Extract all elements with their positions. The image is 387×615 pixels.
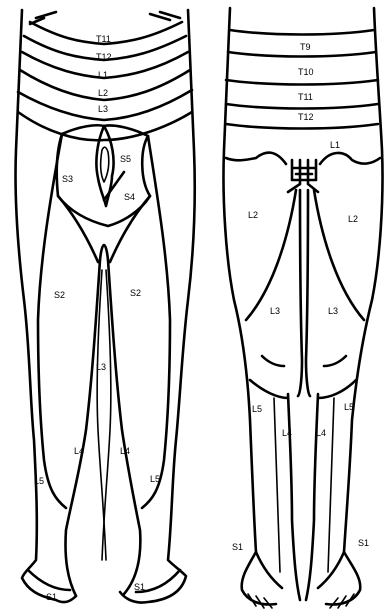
label-s1-left: S1: [46, 592, 57, 602]
posterior-left-outline: [15, 10, 76, 602]
posterior-crotch: [100, 245, 108, 260]
label-l5-right: L5: [150, 474, 160, 484]
label-l4-left: L4: [74, 446, 84, 456]
label-s2-left: S2: [54, 290, 65, 300]
buttock-cleft: [96, 126, 113, 206]
label-l3-mid: L3: [96, 362, 106, 372]
strand-front-right: [328, 398, 334, 572]
label-t12-front: T12: [298, 112, 314, 122]
pubic-detail: [288, 160, 318, 192]
label-l3-left-front: L3: [270, 306, 280, 316]
label-t9: T9: [300, 42, 311, 52]
anterior-figure: T9 T10 T11 T12 L1 L2 L2 L3 L3 L5 L5 L4 L…: [223, 8, 382, 608]
thigh-right-line: [110, 196, 150, 262]
posterior-inner-left: [65, 260, 100, 596]
band-t10-bottom: [226, 80, 378, 85]
label-l3-right-front: L3: [328, 306, 338, 316]
anterior-left-outline: [223, 8, 276, 604]
label-s1-right-front: S1: [358, 538, 369, 548]
band-t9-top: [230, 30, 374, 35]
posterior-inner-right: [108, 260, 140, 594]
label-s4: S4: [124, 192, 135, 202]
lateral-right-line: [142, 136, 170, 508]
foot-front-left: [256, 552, 282, 588]
label-l4-left-front: L4: [282, 428, 292, 438]
label-s1-left-front: S1: [232, 542, 243, 552]
midline-right: [306, 190, 310, 396]
foot-front-right: [318, 552, 344, 588]
knee-cap-left: [262, 356, 284, 366]
label-l4-right-front: L4: [316, 428, 326, 438]
label-t10: T10: [298, 67, 314, 77]
label-t11-back: T11: [96, 34, 111, 44]
band-t12-bottom: [226, 124, 378, 129]
label-l1-back: L1: [98, 70, 108, 80]
band-top-ticks: [30, 12, 180, 24]
label-s5: S5: [120, 154, 131, 164]
label-t11-front: T11: [298, 92, 313, 102]
label-t12-back: T12: [96, 52, 112, 62]
knee-right-line: [318, 380, 356, 398]
label-s1-right: S1: [134, 582, 145, 592]
band-t9-bottom: [228, 52, 376, 57]
label-s3: S3: [62, 174, 73, 184]
foot-left-line: [28, 570, 70, 590]
buttock-inner-loop: [101, 147, 109, 182]
label-l3-back: L3: [98, 104, 108, 114]
label-s2-right: S2: [130, 288, 141, 298]
label-l4-right: L4: [120, 446, 130, 456]
lower-left-inner: [288, 394, 300, 600]
label-l2-left: L2: [248, 210, 258, 220]
posterior-figure: T11 T12 L1 L2 L3 S5 S3 S4 S2 S2 L3 L4 L4…: [15, 10, 194, 603]
label-l1-front: L1: [330, 140, 340, 150]
thigh-left-line: [58, 196, 98, 262]
label-l5-left: L5: [34, 476, 44, 486]
label-l2-right: L2: [348, 214, 358, 224]
label-l5-left-front: L5: [252, 404, 262, 414]
posterior-right-outline: [120, 10, 195, 603]
thigh-right-divider: [314, 190, 364, 320]
lower-right-inner: [306, 394, 318, 600]
knee-cap-right: [324, 356, 346, 366]
label-l2-back: L2: [98, 88, 108, 98]
strand-front-left: [274, 398, 280, 572]
knee-left-line: [250, 380, 288, 398]
lateral-left-line: [38, 134, 66, 508]
groin-curve: [226, 153, 380, 164]
band-t11-bottom: [226, 104, 378, 109]
label-l5-right-front: L5: [344, 402, 354, 412]
midline-left: [298, 190, 302, 396]
